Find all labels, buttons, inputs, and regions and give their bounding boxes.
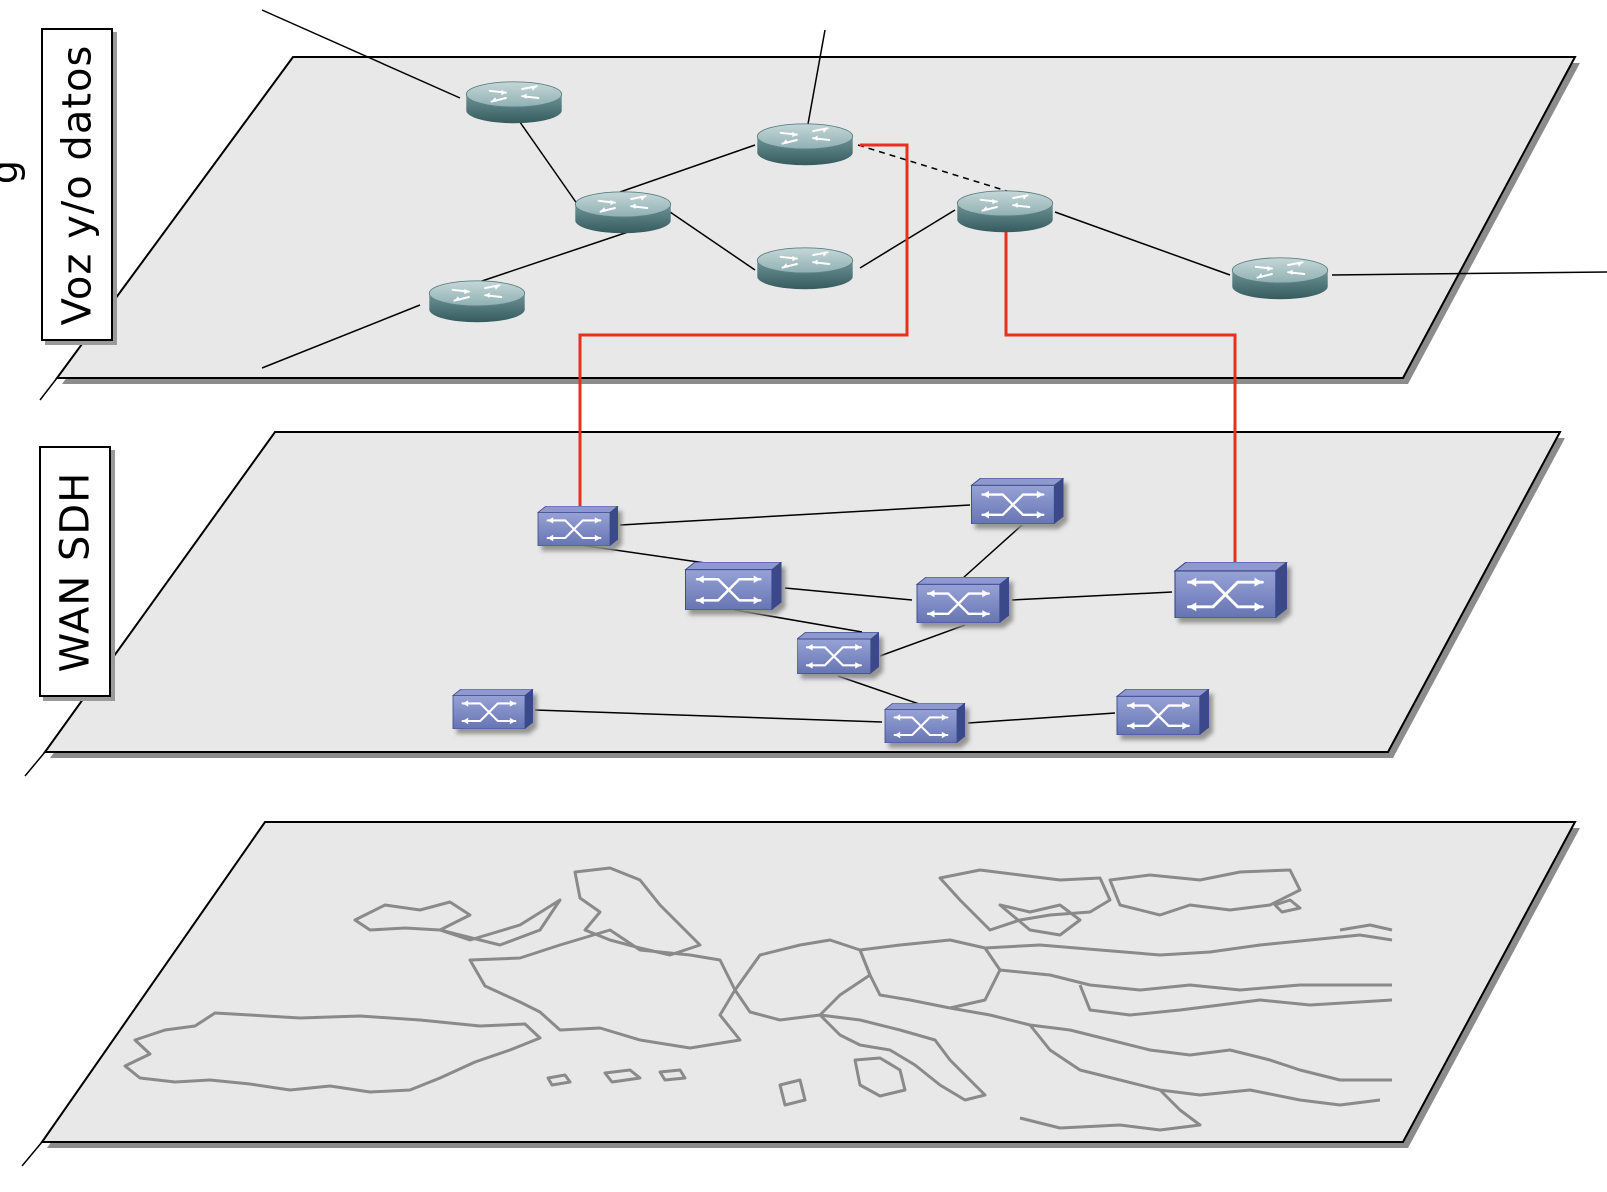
router-icon <box>428 279 526 324</box>
plane-voice-data <box>39 56 1580 401</box>
sdh-multiplexer-icon <box>883 703 967 743</box>
layer-label-voice-data: Voz y/o datos <box>41 28 113 341</box>
layer-label-voice-data-text: Voz y/o datos <box>54 44 100 325</box>
sdh-multiplexer-icon <box>915 577 1011 623</box>
sdh-multiplexer-icon <box>1115 689 1211 735</box>
layer-label-wan-sdh: WAN SDH <box>39 446 111 697</box>
europe-map-outline <box>123 866 1393 1132</box>
router-icon <box>756 122 854 167</box>
router-icon <box>1231 256 1329 301</box>
sdh-multiplexer-icon <box>970 478 1065 524</box>
layer-label-wan-sdh-text: WAN SDH <box>52 471 99 672</box>
plane-wan-sdh <box>24 431 1565 777</box>
sdh-multiplexer-icon <box>1173 562 1289 618</box>
sdh-multiplexer-icon <box>537 506 619 546</box>
router-icon <box>465 80 563 125</box>
cropped-glyph: g <box>0 160 26 184</box>
plane-physical-map <box>21 821 1580 1167</box>
router-icon <box>574 190 672 235</box>
router-icon <box>756 246 854 291</box>
sdh-multiplexer-icon <box>797 632 879 674</box>
cross-layer-links <box>578 143 1237 568</box>
router-icon <box>956 189 1054 234</box>
sdh-multiplexer-icon <box>684 562 783 610</box>
wan-sdh-links <box>534 504 1173 724</box>
sdh-multiplexer-icon <box>451 689 535 729</box>
